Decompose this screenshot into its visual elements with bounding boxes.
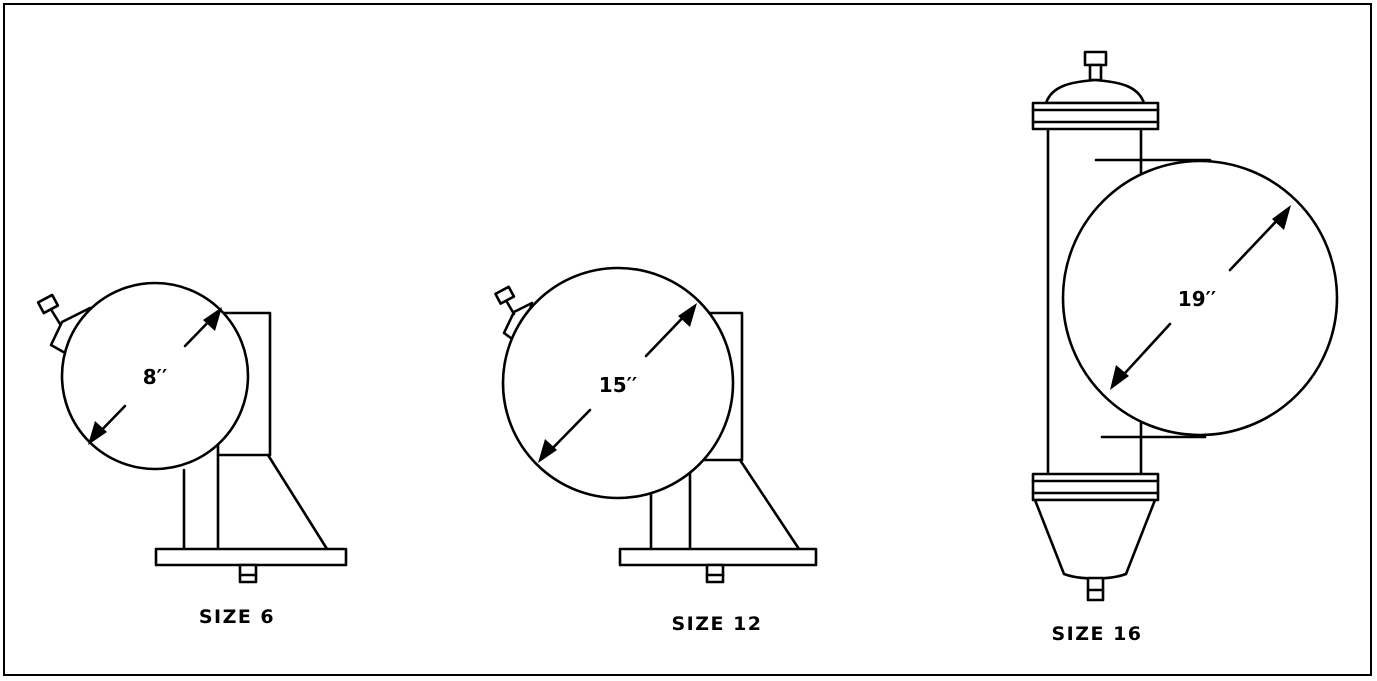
size-16-top-stem [1088, 63, 1103, 82]
size-16-diameter-label: 19′′ [1178, 287, 1216, 311]
size-16-bottom-flange [1031, 472, 1160, 502]
size-6-knob [36, 293, 60, 315]
size-16-top-knob [1083, 50, 1108, 67]
size-6-stud [238, 563, 258, 584]
size-6-caption: SIZE 6 [199, 606, 275, 628]
size-12-knob [494, 285, 516, 305]
size-12-stud [705, 563, 725, 584]
size-12-base-plate [618, 547, 818, 567]
size-16-cone [1033, 498, 1157, 580]
size-16-top-cap [1044, 78, 1146, 105]
size-12-diameter-label: 15′′ [599, 373, 637, 397]
size-6-base-plate [154, 547, 348, 567]
size-16-top-flange [1031, 101, 1160, 131]
figure-frame [3, 3, 1372, 676]
size-16-caption: SIZE 16 [1051, 623, 1142, 645]
size-6-diameter-label: 8′′ [143, 365, 167, 389]
size-12-unit: 15′′ SIZE 12 [494, 266, 818, 635]
size-16-unit: 19′′ SIZE 16 [1031, 50, 1339, 645]
size-6-unit: 8′′ SIZE 6 [36, 281, 348, 628]
size-12-caption: SIZE 12 [671, 613, 762, 635]
